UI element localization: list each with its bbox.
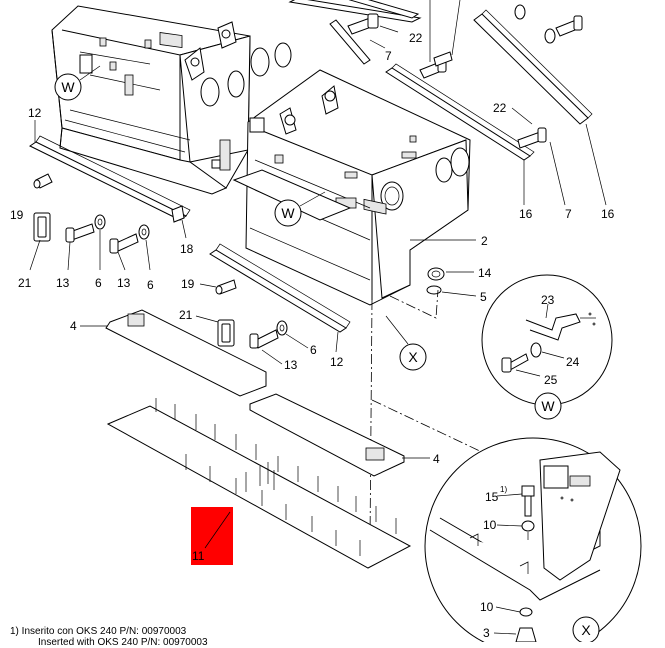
part-number-label: 19 bbox=[10, 208, 24, 222]
screw-set-left: 13 6 13 6 bbox=[56, 214, 154, 292]
part-number-label: 22 bbox=[493, 101, 507, 115]
part-number-label: 18 bbox=[180, 242, 194, 256]
callout-w-center: W bbox=[274, 191, 326, 227]
part-number-label: 13 bbox=[284, 358, 298, 372]
part-number-label: 6 bbox=[310, 343, 317, 357]
alignment-lines bbox=[369, 289, 521, 541]
plate-4-upper: 4 bbox=[70, 309, 267, 397]
gasket-21-left: 21 bbox=[18, 212, 51, 290]
rail-12-left: 12 bbox=[28, 106, 191, 221]
detail-w: 23 24 25 W bbox=[481, 274, 613, 420]
pin-19-center: 19 bbox=[181, 277, 237, 295]
part-number-label: 16 bbox=[519, 207, 533, 221]
part-number-label: 16 bbox=[601, 207, 615, 221]
pin-19-left: 19 bbox=[10, 173, 53, 222]
part-number-label: 25 bbox=[544, 373, 558, 387]
part-number-label: 7 bbox=[385, 49, 392, 63]
callout-w-left: W bbox=[54, 65, 101, 101]
center-cabinet-frame bbox=[232, 69, 471, 306]
part-number-label: W bbox=[281, 205, 295, 221]
part-number-label: 15 bbox=[485, 490, 499, 504]
part-number-label: 21 bbox=[18, 276, 32, 290]
part-number-label: 14 bbox=[478, 266, 492, 280]
label-2: 2 bbox=[410, 234, 488, 248]
washer-5: 5 bbox=[426, 285, 487, 304]
rail-12-center: 12 bbox=[209, 243, 351, 369]
plate-4-lower: 4 bbox=[249, 393, 440, 477]
nut-14: 14 bbox=[427, 266, 492, 281]
part-number-label: X bbox=[408, 349, 418, 365]
part-number-label: 3 bbox=[483, 626, 490, 640]
bolts-top bbox=[347, 4, 583, 149]
part-number-label: 12 bbox=[330, 355, 344, 369]
gasket-21-center: 21 bbox=[179, 308, 235, 347]
part-number-label: 24 bbox=[566, 355, 580, 369]
footnote-italian: 1) Inserito con OKS 240 P/N: 00970003 bbox=[10, 626, 187, 637]
part-number-label: 5 bbox=[480, 290, 487, 304]
part-number-label: 6 bbox=[147, 278, 154, 292]
base-plate-11: 11 bbox=[106, 398, 412, 569]
highlight-box bbox=[191, 507, 233, 565]
labels-top-right: 22 7 22 16 7 16 bbox=[369, 0, 615, 221]
part-number-label: 19 bbox=[181, 277, 195, 291]
part-number-label: 13 bbox=[56, 276, 70, 290]
part-number-label: 23 bbox=[541, 293, 555, 307]
rail-16-upper bbox=[288, 0, 593, 161]
part-number-label: 6 bbox=[95, 276, 102, 290]
part-number-label: 10 bbox=[483, 518, 497, 532]
screw-set-center: 13 6 bbox=[249, 320, 317, 372]
footnote-english: Inserted with OKS 240 P/N: 00970003 bbox=[38, 637, 208, 648]
part-number-label: 21 bbox=[179, 308, 193, 322]
callout-x-center: X bbox=[385, 315, 427, 371]
detail-x: 15 1) 10 10 3 X bbox=[424, 437, 642, 642]
part-number-label: 22 bbox=[409, 31, 423, 45]
part-number-label: 2 bbox=[481, 234, 488, 248]
left-cabinet-frame bbox=[51, 5, 292, 195]
part-number-label: 12 bbox=[28, 106, 42, 120]
part-number-label: X bbox=[581, 622, 591, 638]
part-number-label: 13 bbox=[117, 276, 131, 290]
part-number-label: W bbox=[61, 79, 75, 95]
part-number-label: W bbox=[541, 398, 555, 414]
part-number-label: 10 bbox=[480, 600, 494, 614]
bracket-18: 18 bbox=[171, 205, 194, 256]
part-number-label: 4 bbox=[70, 319, 77, 333]
part-number-label: 1) bbox=[500, 485, 507, 494]
part-number-label: 11 bbox=[192, 549, 205, 563]
part-number-label: 7 bbox=[565, 207, 572, 221]
part-number-label: 4 bbox=[433, 452, 440, 466]
